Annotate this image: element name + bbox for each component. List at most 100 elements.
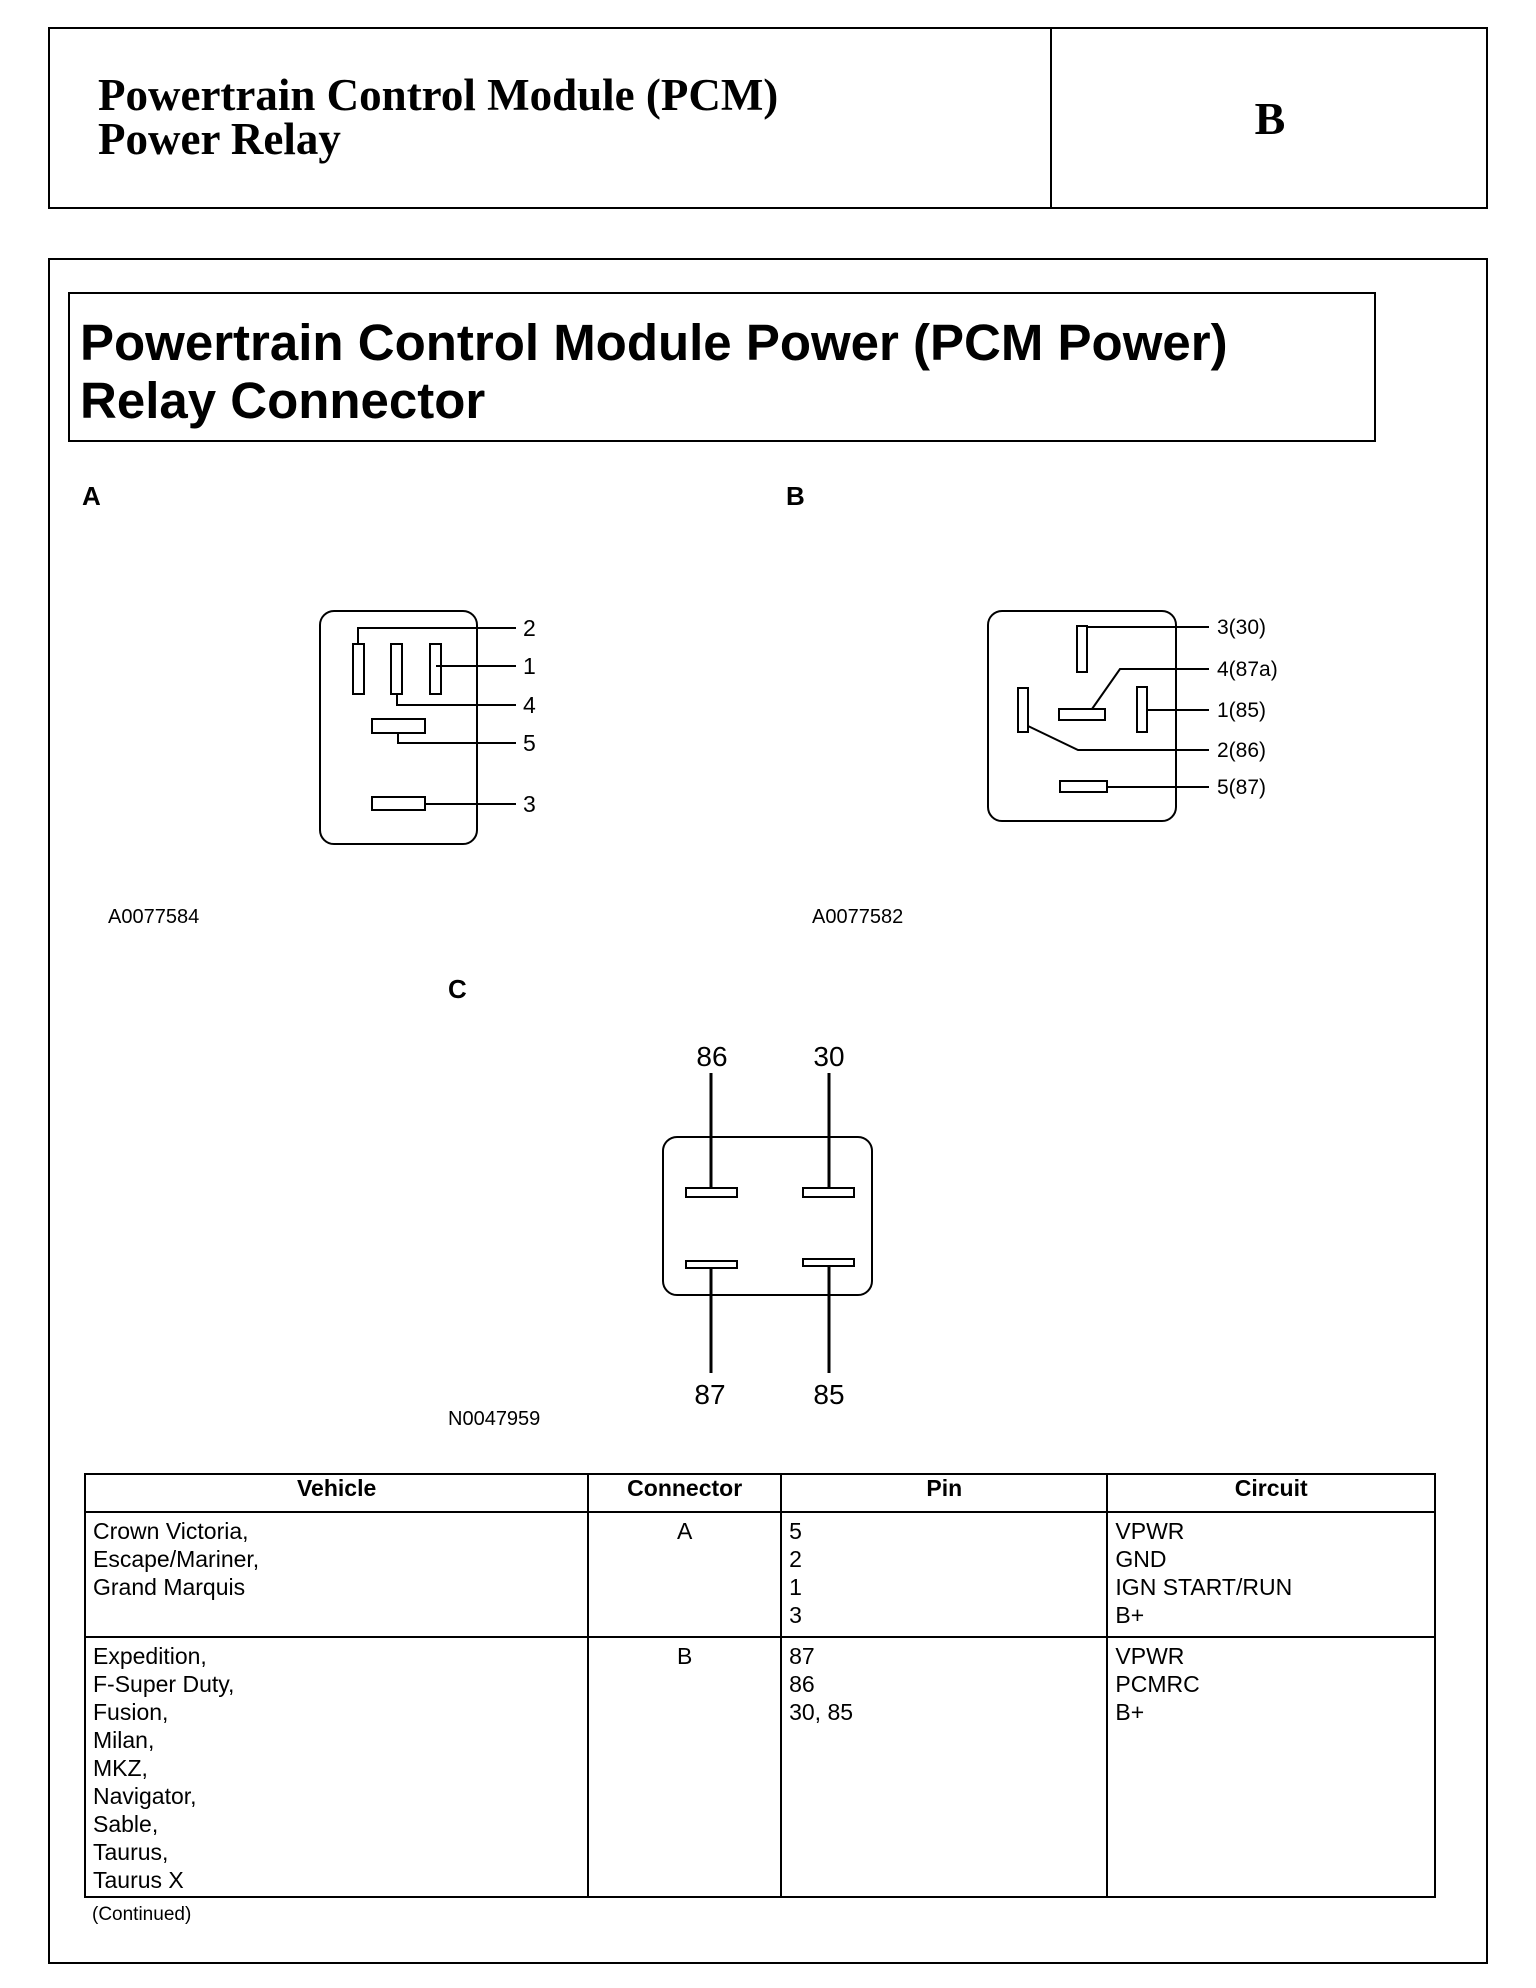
figure-b-connector-diagram: 3(30) 4(87a) 1(85) 2(86) 5(87) <box>987 610 1278 822</box>
vehicle-name: Expedition, <box>93 1643 207 1669</box>
header-title: Powertrain Control Module (PCM) Power Re… <box>98 70 998 164</box>
connector-a-leader-4 <box>396 694 516 706</box>
pin-number: 2 <box>789 1546 802 1572</box>
connector-b-terminal-2 <box>1017 687 1029 733</box>
circuit-name: B+ <box>1115 1699 1145 1725</box>
connector-c-housing <box>662 1136 873 1296</box>
section-title-line-1: Powertrain Control Module Power (PCM Pow… <box>80 314 1228 371</box>
connector-cell: A <box>587 1511 783 1638</box>
connector-b-housing <box>987 610 1177 822</box>
vehicle-name: Sable, <box>93 1811 159 1837</box>
section-letter: B <box>1254 92 1286 144</box>
connector-cell: B <box>587 1636 783 1898</box>
section-title: Powertrain Control Module Power (PCM Pow… <box>80 314 1370 430</box>
figure-c-id: N0047959 <box>448 1408 541 1430</box>
connector-a-leader-5 <box>397 733 516 744</box>
figure-b-label: B <box>786 481 805 511</box>
connector-b-pin-label: 1(85) <box>1217 699 1266 722</box>
connector-b-pin-label: 3(30) <box>1217 616 1266 639</box>
connector-a-pin-label: 1 <box>523 653 536 679</box>
connector-a-pin-label: 4 <box>523 692 536 718</box>
vehicle-name: MKZ, <box>93 1755 148 1781</box>
connector-c-terminal-86 <box>685 1187 738 1198</box>
circuit-cell: VPWR PCMRC B+ <box>1106 1636 1436 1898</box>
connector-b-pin-label: 2(86) <box>1217 739 1266 762</box>
header-title-line-1: Powertrain Control Module (PCM) <box>98 70 779 120</box>
pin-table: Vehicle Connector Pin Circuit Crown Vict… <box>83 1473 1436 1898</box>
figure-a-label: A <box>82 481 101 511</box>
header-box <box>48 27 1488 209</box>
content-frame <box>48 258 1488 1964</box>
connector-a-pin-label: 5 <box>523 730 536 756</box>
vehicle-name: Fusion, <box>93 1699 169 1725</box>
circuit-cell: VPWR GND IGN START/RUN B+ <box>1106 1511 1436 1638</box>
connector-b-leader-3 <box>1086 626 1209 644</box>
column-header-connector: Connector <box>587 1473 783 1513</box>
connector-b-pin-label: 5(87) <box>1217 776 1266 799</box>
vehicle-name: Taurus X <box>93 1867 184 1893</box>
connector-a-leader-2 <box>357 627 516 644</box>
circuit-name: VPWR <box>1115 1643 1185 1669</box>
vehicle-cell: Crown Victoria, Escape/Mariner, Grand Ma… <box>83 1511 590 1638</box>
connector-a-pin-label: 3 <box>523 791 536 817</box>
connector-b-leader-4 <box>1091 668 1209 710</box>
connector-a-housing <box>319 610 478 845</box>
pin-cell: 87 86 30, 85 <box>780 1636 1109 1898</box>
connector-a-terminal-3 <box>371 796 426 811</box>
connector-c-terminal-30 <box>802 1187 855 1198</box>
table-row: Crown Victoria, Escape/Mariner, Grand Ma… <box>83 1511 1436 1638</box>
pin-number: 30, 85 <box>789 1699 854 1725</box>
connector-b-pin-label: 4(87a) <box>1217 658 1278 681</box>
vehicle-name: Crown Victoria, <box>93 1518 249 1544</box>
header-title-line-2: Power Relay <box>98 114 341 164</box>
pin-number: 87 <box>789 1643 815 1669</box>
table-row: Expedition, F-Super Duty, Fusion, Milan,… <box>83 1636 1436 1898</box>
vehicle-name: F-Super Duty, <box>93 1671 235 1697</box>
connector-a-terminal-2 <box>352 643 365 695</box>
connector-a-terminal-4 <box>390 643 403 695</box>
figure-c-connector-diagram: 86 30 87 85 <box>662 1041 873 1410</box>
connector-b-terminal-3 <box>1076 625 1088 673</box>
header-divider <box>1050 27 1052 209</box>
connector-c-terminal-87 <box>685 1260 738 1269</box>
pin-number: 3 <box>789 1602 802 1628</box>
figure-c-label: C <box>448 974 467 1004</box>
connector-b-terminal-1 <box>1136 686 1148 733</box>
connector-c-pin-label: 86 <box>696 1041 727 1072</box>
vehicle-cell: Expedition, F-Super Duty, Fusion, Milan,… <box>83 1636 590 1898</box>
connector-c-terminal-85 <box>802 1258 855 1267</box>
vehicle-name: Escape/Mariner, <box>93 1546 260 1572</box>
connector-a-terminal-1 <box>429 643 442 695</box>
continued-note: (Continued) <box>92 1904 192 1925</box>
pin-number: 86 <box>789 1671 815 1697</box>
vehicle-name: Milan, <box>93 1727 155 1753</box>
circuit-name: IGN START/RUN <box>1115 1574 1293 1600</box>
circuit-name: B+ <box>1115 1602 1145 1628</box>
pin-number: 1 <box>789 1574 802 1600</box>
connector-b-leader-2 <box>1027 725 1209 751</box>
figure-b-id: A0077582 <box>812 906 904 928</box>
vehicle-name: Navigator, <box>93 1783 197 1809</box>
column-header-vehicle: Vehicle <box>83 1473 590 1513</box>
connector-c-pin-label: 85 <box>813 1379 844 1410</box>
connector-b-terminal-4 <box>1058 708 1106 721</box>
circuit-name: VPWR <box>1115 1518 1185 1544</box>
connector-a-pin-label: 2 <box>523 615 536 641</box>
figure-a-id: A0077584 <box>108 906 200 928</box>
table-header-row: Vehicle Connector Pin Circuit <box>83 1473 1436 1513</box>
vehicle-name: Taurus, <box>93 1839 169 1865</box>
circuit-name: GND <box>1115 1546 1167 1572</box>
pin-number: 5 <box>789 1518 802 1544</box>
connector-b-terminal-5 <box>1059 780 1108 793</box>
column-header-pin: Pin <box>780 1473 1109 1513</box>
section-title-line-2: Relay Connector <box>80 372 486 429</box>
connector-a-terminal-5 <box>371 718 426 734</box>
section-title-box <box>68 292 1376 442</box>
circuit-name: PCMRC <box>1115 1671 1200 1697</box>
column-header-circuit: Circuit <box>1106 1473 1436 1513</box>
connector-c-pin-label: 30 <box>813 1041 844 1072</box>
vehicle-name: Grand Marquis <box>93 1574 246 1600</box>
figure-a-connector-diagram: 2 1 4 5 3 <box>319 610 536 845</box>
connector-c-pin-label: 87 <box>694 1379 725 1410</box>
pin-cell: 5 2 1 3 <box>780 1511 1109 1638</box>
